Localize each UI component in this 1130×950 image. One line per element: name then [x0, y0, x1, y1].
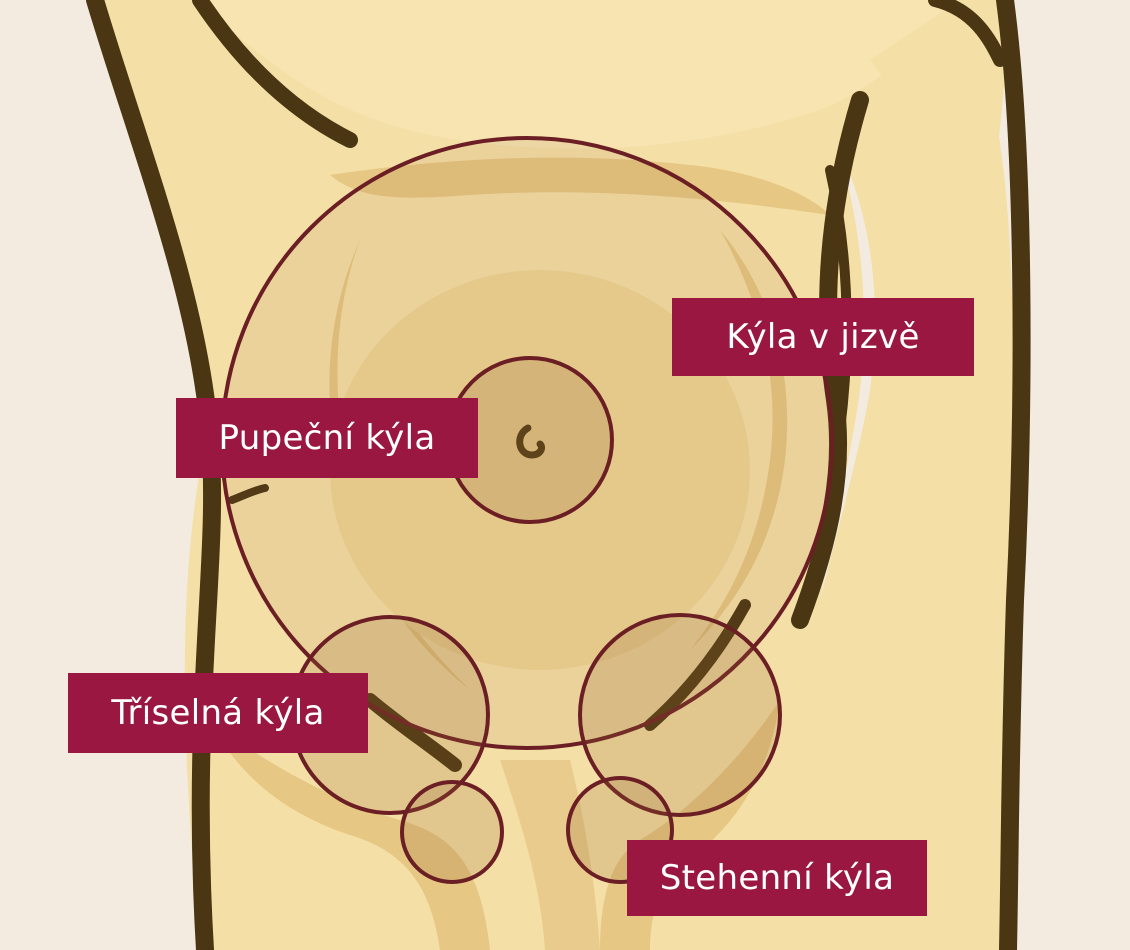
femoral-hernia-circle-left — [402, 782, 502, 882]
femoral-hernia-label: Stehenní kýla — [627, 840, 927, 916]
inguinal-hernia-label: Tříselná kýla — [68, 673, 368, 753]
umbilical-hernia-label: Pupeční kýla — [176, 398, 478, 478]
incisional-hernia-label: Kýla v jizvě — [672, 298, 974, 376]
